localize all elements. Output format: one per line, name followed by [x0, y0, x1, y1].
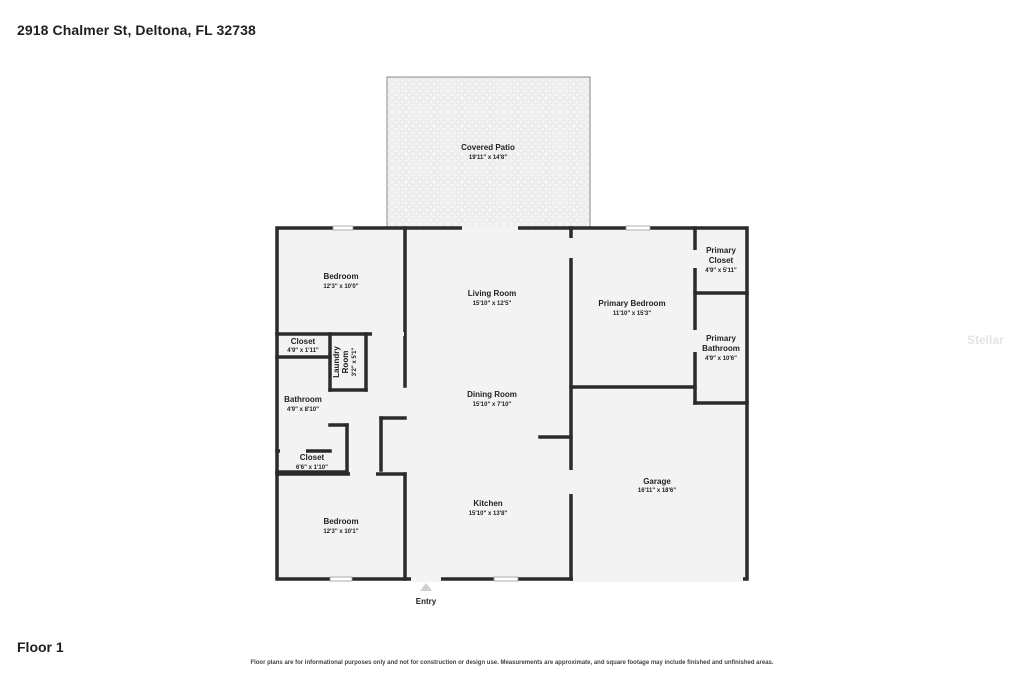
- room-dims: 12'3" x 10'0": [323, 284, 358, 290]
- property-address: 2918 Chalmer St, Deltona, FL 32738: [17, 22, 256, 38]
- room-name: Garage: [643, 477, 671, 486]
- room-kitchen: Kitchen 15'10" x 13'8": [469, 499, 508, 517]
- room-dims: 6'6" x 1'10": [296, 465, 328, 471]
- room-primary-bathroom: Primary Bathroom 4'9" x 10'6": [702, 334, 740, 362]
- room-name: Living Room: [468, 289, 516, 298]
- room-name: Kitchen: [473, 499, 502, 508]
- room-covered-patio: Covered Patio 19'11" x 14'8": [461, 143, 515, 161]
- room-bedroom-bottom: Bedroom 12'3" x 10'1": [323, 517, 358, 535]
- room-dims: 15'10" x 7'10": [473, 402, 512, 408]
- room-name: Bathroom: [702, 344, 740, 353]
- room-name: Room: [341, 351, 350, 374]
- room-name: Dining Room: [467, 390, 517, 399]
- room-name: Primary: [706, 246, 736, 255]
- entry-label: Entry: [416, 597, 437, 606]
- room-dining: Dining Room 15'10" x 7'10": [467, 390, 517, 408]
- house-floor: [277, 228, 747, 580]
- room-closet-bottom: Closet 6'6" x 1'10": [296, 453, 328, 471]
- room-name: Primary: [706, 334, 736, 343]
- room-dims: 16'11" x 18'6": [638, 488, 676, 494]
- room-garage: Garage 16'11" x 18'6": [638, 477, 676, 494]
- room-dims: 11'10" x 15'3": [613, 311, 651, 317]
- room-dims: 15'10" x 12'5": [473, 301, 512, 307]
- floor-label: Floor 1: [17, 639, 64, 655]
- room-primary-bedroom: Primary Bedroom 11'10" x 15'3": [598, 299, 665, 317]
- openings: [280, 225, 743, 582]
- room-name: Covered Patio: [461, 143, 515, 152]
- room-dims: 4'9" x 5'11": [705, 268, 737, 274]
- room-name: Closet: [291, 337, 316, 346]
- room-name: Bedroom: [323, 272, 358, 281]
- watermark-logo: Stellar: [967, 333, 1004, 347]
- room-dims: 19'11" x 14'8": [469, 155, 507, 161]
- room-dims: 15'10" x 13'8": [469, 511, 508, 517]
- room-dims: 4'9" x 10'6": [705, 356, 737, 362]
- room-bedroom-top: Bedroom 12'3" x 10'0": [323, 272, 358, 290]
- room-laundry: Laundry Room 3'2" x 5'1": [332, 346, 358, 378]
- room-closet-top: Closet 4'9" x 1'11": [287, 337, 319, 354]
- room-dims: 3'2" x 5'1": [352, 348, 358, 377]
- room-name: Closet: [300, 453, 325, 462]
- room-dims: 12'3" x 10'1": [323, 529, 358, 535]
- room-living: Living Room 15'10" x 12'5": [468, 289, 516, 307]
- covered-patio-area: [386, 76, 591, 229]
- room-dims: 4'9" x 8'10": [287, 407, 319, 413]
- room-name: Primary Bedroom: [598, 299, 665, 308]
- room-bathroom: Bathroom 4'9" x 8'10": [284, 395, 322, 413]
- room-dims: 4'9" x 1'11": [287, 348, 319, 354]
- room-name: Bathroom: [284, 395, 322, 404]
- room-name: Bedroom: [323, 517, 358, 526]
- room-name: Laundry: [332, 346, 341, 378]
- entry-arrow-icon: [420, 583, 432, 591]
- room-primary-closet: Primary Closet 4'9" x 5'11": [705, 246, 737, 274]
- disclaimer-text: Floor plans are for informational purpos…: [250, 660, 774, 666]
- room-name: Closet: [709, 256, 734, 265]
